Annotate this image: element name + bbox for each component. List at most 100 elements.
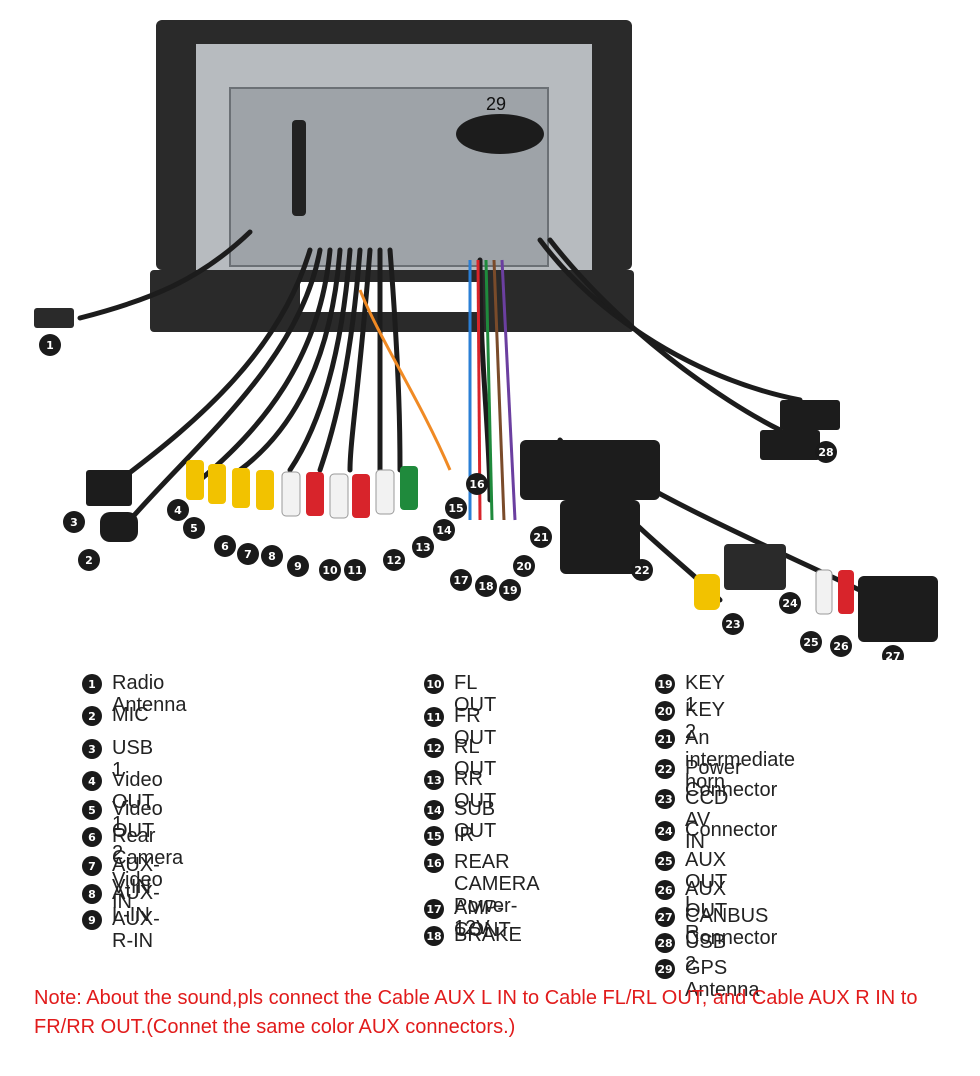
svg-text:21: 21: [533, 531, 548, 544]
svg-text:14: 14: [436, 524, 452, 537]
legend-item-12: 12 RL OUT: [424, 736, 496, 780]
svg-text:1: 1: [46, 339, 54, 352]
callout-10: 10: [319, 559, 341, 581]
legend-badge: 5: [82, 800, 102, 820]
legend-badge: 7: [82, 856, 102, 876]
head-unit: 29: [150, 20, 634, 332]
legend-label: RL OUT: [454, 736, 497, 780]
svg-text:26: 26: [833, 640, 849, 653]
legend-badge: 2: [82, 706, 102, 726]
legend-label: CCD AV IN: [685, 787, 729, 853]
callout-4: 4: [167, 499, 189, 521]
legend-badge: 13: [424, 770, 444, 790]
svg-text:2: 2: [85, 554, 93, 567]
legend-label: RR OUT: [454, 768, 497, 812]
connectors: [34, 308, 938, 642]
legend-item-29: 29 GPS Antenna: [655, 957, 760, 1001]
legend-badge: 1: [82, 674, 102, 694]
legend-badge: 21: [655, 729, 675, 749]
legend-badge: 29: [655, 959, 675, 979]
legend-badge: 14: [424, 800, 444, 820]
rca-video-out1: [186, 460, 204, 500]
svg-text:3: 3: [70, 516, 78, 529]
rca-video-out2: [208, 464, 226, 504]
legend-label: FL OUT: [454, 672, 497, 716]
legend-badge: 10: [424, 674, 444, 694]
rca-aux-v-in: [256, 470, 274, 510]
rca-rl-out: [375, 469, 395, 515]
legend-label: AUX OUT L: [685, 849, 727, 915]
legend-label: Video OUT 1: [112, 769, 163, 835]
legend-label: AUX-L-IN: [112, 882, 160, 926]
legend-label: AUX-V-IN: [112, 854, 160, 898]
rca-aux-l-in: [281, 471, 301, 517]
svg-text:20: 20: [516, 560, 532, 573]
callout-12: 12: [383, 549, 405, 571]
legend-badge: 28: [655, 933, 675, 953]
legend-item-10: 10 FL OUT: [424, 672, 496, 716]
rca-fl-out: [329, 473, 349, 519]
legend-label: FR OUT: [454, 705, 497, 749]
legend-label: AUX OUT R: [685, 878, 727, 944]
rca-aux-out-r: [838, 570, 854, 614]
legend-label: BRAKE: [454, 924, 522, 946]
aux-connector-plug: [724, 544, 786, 590]
legend-item-1: 1 Radio Antenna: [82, 672, 187, 716]
legend-item-13: 13 RR OUT: [424, 768, 496, 812]
callout-16: 16: [466, 473, 488, 495]
legend-label: Video OUT 2: [112, 798, 163, 864]
legend-badge: 20: [655, 701, 675, 721]
canbus-connector-plug: [858, 576, 938, 642]
callout-11: 11: [344, 559, 366, 581]
callout-15: 15: [445, 497, 467, 519]
legend-badge: 25: [655, 851, 675, 871]
legend-item-5: 5 Video OUT 2: [82, 798, 163, 864]
svg-text:24: 24: [782, 597, 798, 610]
svg-text:13: 13: [415, 541, 430, 554]
legend-badge: 12: [424, 738, 444, 758]
legend-label: CANBUS Connector: [685, 905, 778, 949]
legend-badge: 11: [424, 707, 444, 727]
legend-badge: 19: [655, 674, 675, 694]
svg-text:25: 25: [803, 636, 818, 649]
svg-text:22: 22: [634, 564, 649, 577]
svg-text:6: 6: [221, 540, 229, 553]
callout-25: 25: [800, 631, 822, 653]
svg-text:11: 11: [347, 564, 362, 577]
legend-badge: 17: [424, 899, 444, 919]
legend-item-11: 11 FR OUT: [424, 705, 496, 749]
legend-badge: 27: [655, 907, 675, 927]
rca-aux-r-in: [306, 472, 324, 516]
gps-antenna-puck: [456, 114, 544, 154]
callout-3: 3: [63, 511, 85, 533]
rca-aux-out-l: [815, 569, 833, 615]
legend-badge: 26: [655, 880, 675, 900]
antenna-mast: [292, 120, 306, 216]
svg-text:5: 5: [190, 522, 198, 535]
legend-label: USB 2: [685, 931, 727, 975]
legend-label: Power Connector: [685, 757, 778, 801]
callout-8: 8: [261, 545, 283, 567]
legend-label: Radio Antenna: [112, 672, 187, 716]
legend-badge: 9: [82, 910, 102, 930]
rca-rr-out: [400, 466, 418, 510]
ccd-av-in-plug: [694, 574, 720, 610]
wiring-harness-illustration: 29: [34, 20, 938, 660]
legend-label: GPS Antenna: [685, 957, 760, 1001]
callout-21: 21: [530, 526, 552, 548]
svg-text:28: 28: [818, 446, 833, 459]
legend-item-28: 28 USB 2: [655, 931, 726, 975]
legend-badge: 3: [82, 739, 102, 759]
svg-text:27: 27: [885, 650, 900, 660]
legend-item-27: 27 CANBUS Connector: [655, 905, 777, 949]
power-harness-block: [520, 440, 660, 500]
legend-label: An intermediate horn: [685, 727, 796, 793]
